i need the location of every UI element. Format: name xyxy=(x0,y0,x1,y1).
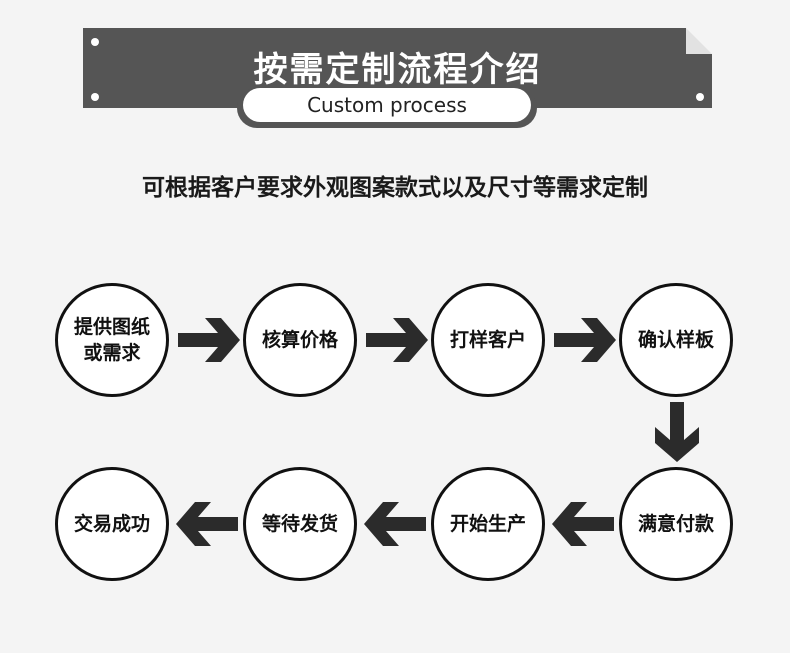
arrow-right-icon xyxy=(178,318,240,362)
banner-rivet xyxy=(91,38,99,46)
step-label: 提供图纸或需求 xyxy=(73,316,150,364)
step-label: 满意付款 xyxy=(637,513,714,535)
step-await-shipping: 等待发货 xyxy=(243,467,357,581)
step-label: 等待发货 xyxy=(261,513,338,535)
step-start-production: 开始生产 xyxy=(431,467,545,581)
step-provide-drawings: 提供图纸或需求 xyxy=(55,283,169,397)
banner-corner-fold xyxy=(686,28,712,54)
arrow-left-icon xyxy=(176,502,238,546)
arrow-left-icon xyxy=(364,502,426,546)
arrow-right-icon xyxy=(366,318,428,362)
english-subtitle: Custom process xyxy=(243,88,531,122)
arrow-down-icon xyxy=(655,402,699,462)
banner-rivet xyxy=(91,93,99,101)
step-sample-customer: 打样客户 xyxy=(431,283,545,397)
arrow-right-icon xyxy=(554,318,616,362)
step-deal-complete: 交易成功 xyxy=(55,467,169,581)
step-satisfied-payment: 满意付款 xyxy=(619,467,733,581)
step-label: 交易成功 xyxy=(73,513,150,535)
step-label: 确认样板 xyxy=(637,329,714,351)
page-title: 按需定制流程介绍 xyxy=(253,50,542,90)
step-confirm-sample: 确认样板 xyxy=(619,283,733,397)
banner-rivet xyxy=(696,93,704,101)
subtitle-pill: Custom process xyxy=(237,88,537,128)
step-label: 核算价格 xyxy=(261,329,338,351)
step-label: 打样客户 xyxy=(449,329,526,351)
intro-text: 可根据客户要求外观图案款式以及尺寸等需求定制 xyxy=(142,175,648,201)
step-calculate-price: 核算价格 xyxy=(243,283,357,397)
arrow-left-icon xyxy=(552,502,614,546)
step-label: 开始生产 xyxy=(449,513,526,535)
